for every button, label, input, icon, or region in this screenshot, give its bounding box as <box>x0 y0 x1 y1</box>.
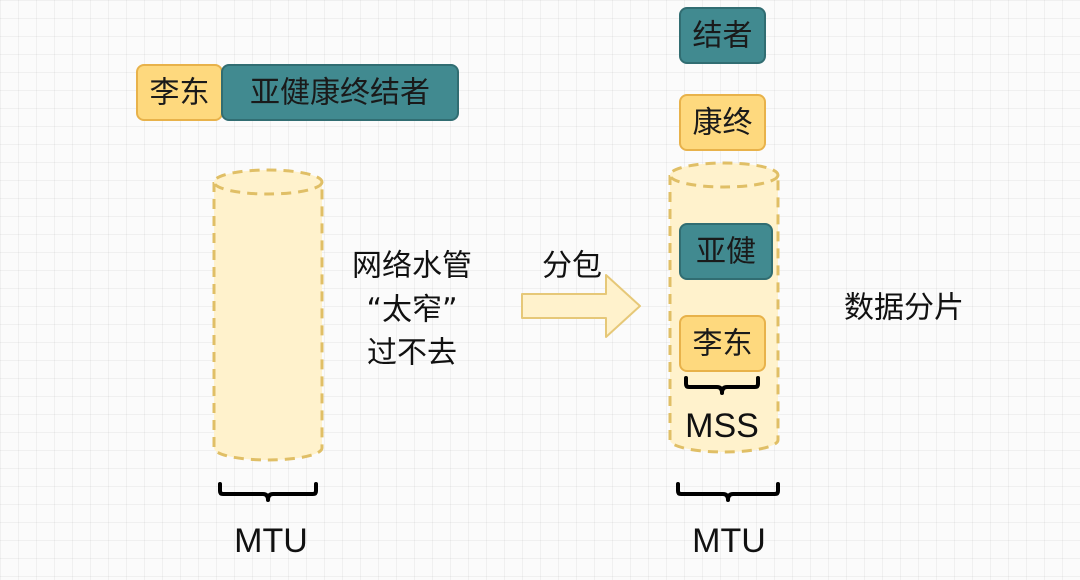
fragment-box <box>679 315 766 372</box>
mss-label: MSS <box>685 407 759 445</box>
left-mtu-label: MTU <box>234 522 308 560</box>
packet-tail-box <box>221 64 459 121</box>
right-mtu-brace <box>676 482 780 502</box>
pipe-note: 网络水管 “太窄” 过不去 <box>352 249 472 371</box>
pipe-note-line-2: “太窄” <box>366 293 457 328</box>
fragment-label: 亚健 <box>696 235 756 270</box>
left-pipe-top <box>212 168 324 196</box>
fragment-4: 李东 <box>679 315 766 372</box>
fragment-box <box>679 223 773 280</box>
pipe-note-line-3: 过不去 <box>367 336 457 371</box>
split-arrow <box>521 274 641 338</box>
arrow-label: 分包 <box>542 249 602 284</box>
fragment-label: 李东 <box>693 327 753 362</box>
packet-head-label: 李东 <box>150 76 210 111</box>
fragment-box <box>679 7 766 64</box>
fragment-3: 亚健 <box>679 223 773 280</box>
left-pipe-body <box>212 182 324 462</box>
right-pipe-top <box>668 161 780 189</box>
fragment-2: 康终 <box>679 94 766 151</box>
left-packet: 李东 亚健康终结者 <box>136 64 459 121</box>
fragment-1: 结者 <box>679 7 766 64</box>
fragment-box <box>679 94 766 151</box>
packet-tail-label: 亚健康终结者 <box>250 76 430 111</box>
fragment-label: 结者 <box>693 19 753 54</box>
left-mtu-brace <box>218 482 318 502</box>
left-pipe <box>212 168 324 462</box>
fragment-label: 康终 <box>693 106 753 141</box>
mss-brace <box>684 376 760 395</box>
right-mtu-label: MTU <box>692 522 766 560</box>
pipe-note-line-1: 网络水管 <box>352 249 472 284</box>
fragmentation-caption: 数据分片 <box>844 291 964 326</box>
